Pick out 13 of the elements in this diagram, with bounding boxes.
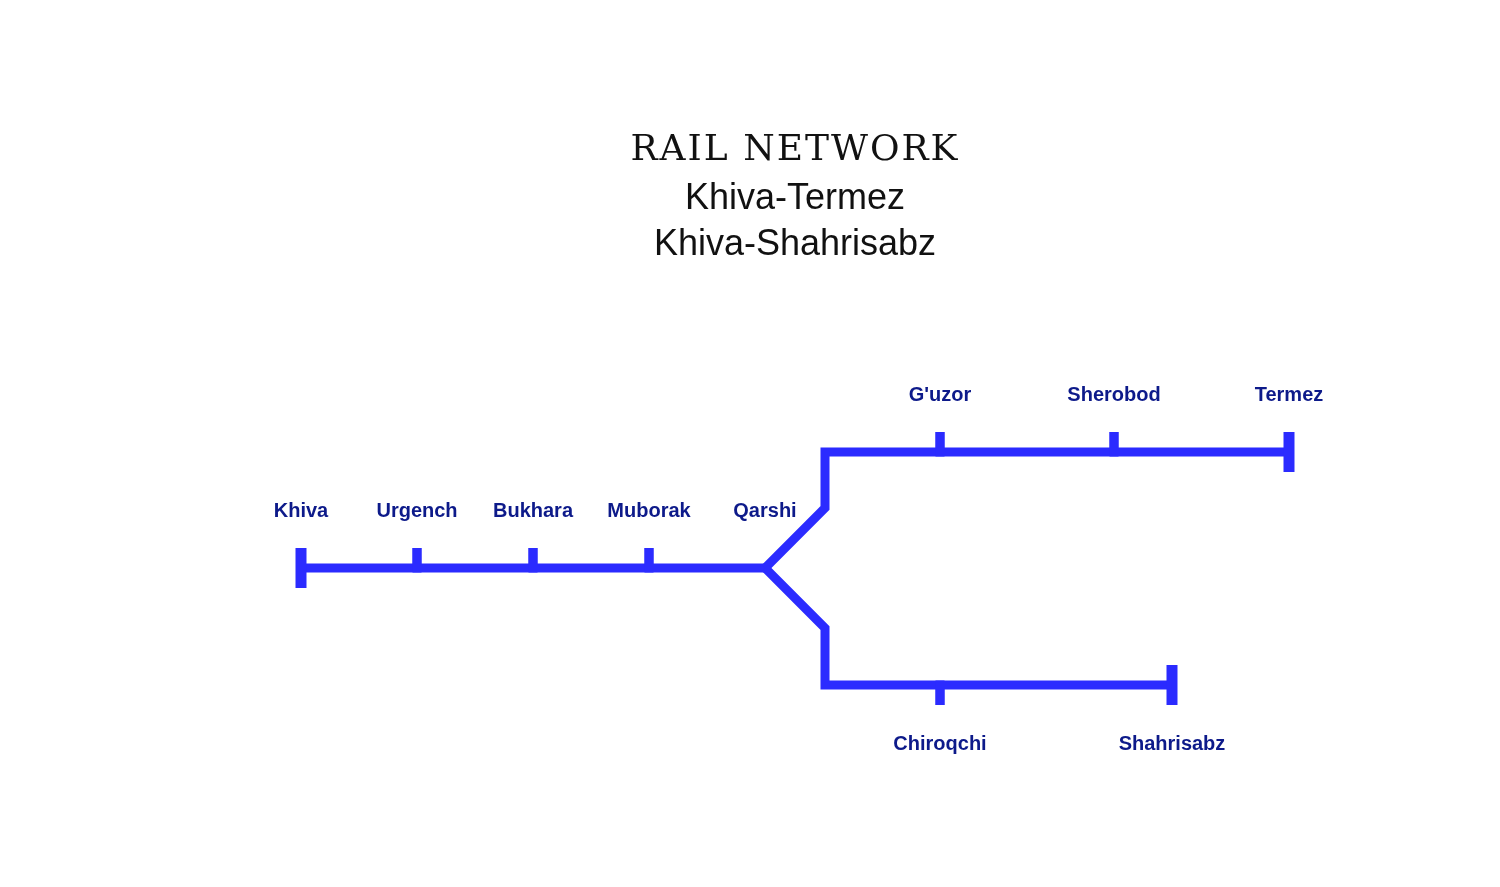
station-label: Urgench (376, 498, 458, 523)
station-label: Sherobod (1067, 382, 1161, 407)
station-label: G'uzor (908, 382, 972, 407)
station-label: Shahrisabz (1118, 731, 1226, 756)
route-subtitle: Khiva-Shahrisabz (652, 222, 938, 264)
station-label: Bukhara (493, 498, 573, 523)
route-subtitle: Khiva-Termez (683, 176, 907, 218)
station-label: Muborak (607, 498, 691, 523)
station-label: Termez (1254, 382, 1324, 407)
station-label: Khiva (273, 498, 329, 523)
station-label: Qarshi (733, 498, 797, 523)
diagram-title: RAIL NETWORK (629, 126, 961, 170)
station-label: Chiroqchi (893, 731, 987, 756)
